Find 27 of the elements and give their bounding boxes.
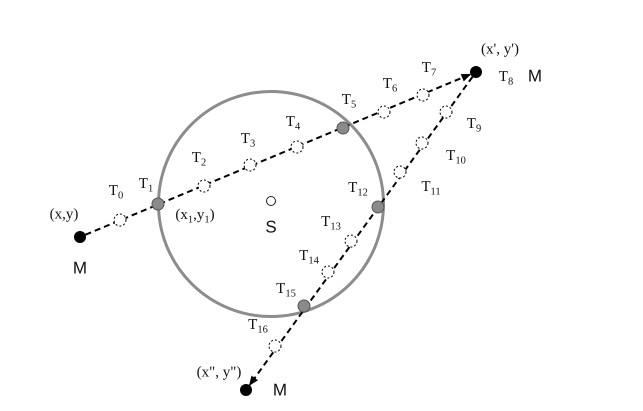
point-label: T$_{4}$	[286, 114, 300, 134]
point-label: T$_{6}$	[382, 76, 398, 96]
point-label: T$_{14}$	[299, 248, 319, 268]
point-label: T$_{1}$	[138, 176, 154, 196]
point-label: T$_{12}$	[348, 180, 368, 200]
point-label: T$_{9}$	[466, 116, 482, 136]
point-label: T$_{3}$	[240, 132, 256, 150]
point-label: T$_{16}$	[248, 318, 268, 336]
center-label: S	[265, 218, 277, 236]
point-label: T$_{5}$	[342, 92, 356, 112]
point-label: M	[528, 68, 542, 84]
point-label: T$_{2}$	[192, 150, 206, 170]
point-label: T$_{7}$	[422, 60, 436, 80]
point-label: M	[72, 260, 88, 276]
point-label: M	[272, 382, 288, 398]
point-label: T$_{13}$	[321, 214, 341, 234]
coordinate-label: (x", y")	[196, 366, 242, 380]
dashed-arrow	[85, 73, 472, 236]
coordinate-label: (x,y)	[50, 208, 78, 222]
point-label: T$_{11}$	[421, 180, 441, 198]
point-label: T$_{10}$	[446, 148, 466, 168]
dashed-arrow	[248, 76, 474, 386]
coordinate-label: (x', y')	[481, 42, 519, 58]
point-label: T$_{8}$	[498, 70, 514, 88]
point-label: T$_{15}$	[276, 282, 296, 300]
point-label: (x$_{1}$,y$_{1}$)	[175, 208, 215, 226]
point-label: T$_{0}$	[108, 184, 124, 202]
